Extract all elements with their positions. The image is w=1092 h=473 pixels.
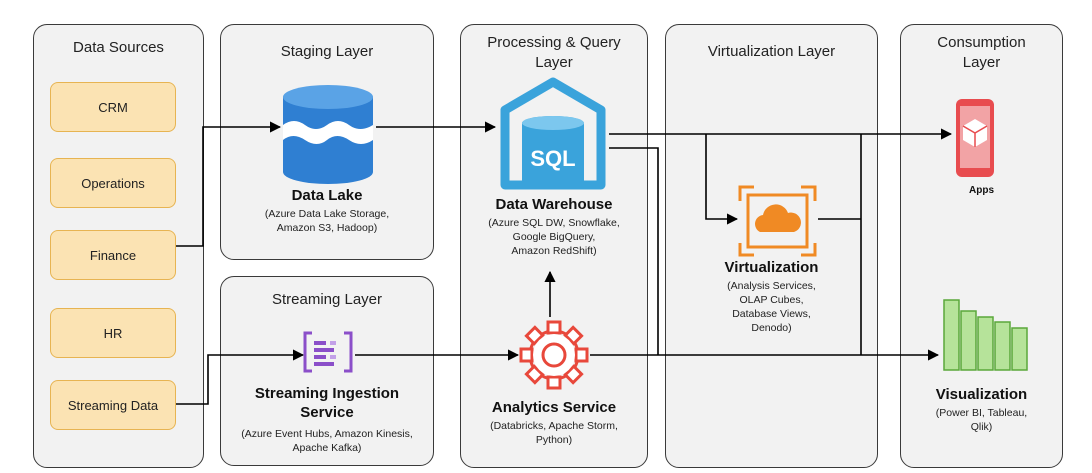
- connectors: [176, 121, 953, 405]
- streaming-layer-panel: Streaming Layer: [220, 276, 434, 466]
- source-operations: Operations: [50, 158, 176, 208]
- source-operations-label: Operations: [81, 175, 145, 191]
- source-finance-label: Finance: [89, 247, 137, 263]
- virtualization-layer-title: Virtualization Layer: [707, 43, 836, 60]
- virtualization-icon: [738, 185, 817, 257]
- virtualization-desc-line: OLAP Cubes,: [739, 294, 804, 306]
- source-finance: Finance: [50, 230, 176, 280]
- data-warehouse-title: Data Warehouse: [495, 196, 613, 213]
- source-streaming-data: Streaming Data: [50, 380, 176, 430]
- data-lake-desc: (Azure Data Lake Storage, Amazon S3, Had…: [220, 207, 434, 235]
- source-crm: CRM: [50, 82, 176, 132]
- source-streaming-data-label: Streaming Data: [67, 397, 159, 413]
- consumption-layer-title-line2: Layer: [962, 54, 1001, 71]
- streaming-ingestion-desc-line: Apache Kafka): [292, 442, 362, 454]
- data-lake-icon: [283, 85, 373, 184]
- visualization-desc-line: (Power BI, Tableau,: [935, 407, 1028, 419]
- data-warehouse-desc: (Azure SQL DW, Snowflake, Google BigQuer…: [460, 216, 648, 258]
- streaming-layer-title: Streaming Layer: [271, 291, 383, 308]
- virtualization-desc-line: (Analysis Services,: [727, 280, 816, 292]
- streaming-ingestion-title-line1: Streaming Ingestion: [254, 385, 400, 402]
- consumption-layer-panel: Consumption Layer: [900, 24, 1063, 468]
- warehouse-to-visualization-line: [609, 147, 659, 355]
- consumption-layer-title-line1: Consumption: [937, 34, 1026, 51]
- staging-layer-title: Staging Layer: [280, 43, 374, 60]
- analytics-service-desc: (Databricks, Apache Storm, Python): [460, 419, 648, 447]
- virtualization-title: Virtualization: [724, 259, 819, 276]
- sql-icon-text: SQL: [530, 146, 575, 171]
- streaming-data-to-ingestion-arrow: [176, 349, 305, 405]
- data-sources-title: Data Sources: [73, 39, 164, 56]
- data-warehouse-desc-line: Google BigQuery,: [512, 231, 596, 243]
- analytics-gear-icon: [519, 320, 589, 390]
- processing-layer-panel: Processing & Query Layer: [460, 24, 648, 468]
- streaming-ingestion-desc-line: (Azure Event Hubs, Amazon Kinesis,: [241, 428, 413, 440]
- analytics-service-desc-line: (Databricks, Apache Storm,: [490, 420, 618, 432]
- warehouse-to-virtualization-arrow: [705, 134, 739, 225]
- analytics-service-desc-line: Python): [535, 434, 573, 446]
- data-warehouse-icon: SQL: [500, 77, 606, 190]
- apps-icon: [956, 99, 994, 177]
- processing-layer-title-line1: Processing & Query: [487, 34, 621, 51]
- finance-to-lake-arrow: [176, 121, 282, 247]
- data-lake-desc-line: Amazon S3, Hadoop): [276, 222, 378, 234]
- analytics-service-title: Analytics Service: [491, 399, 617, 416]
- apps-title: Apps: [969, 185, 994, 196]
- virtualization-desc-line: Denodo): [751, 322, 792, 334]
- data-lake-desc-line: (Azure Data Lake Storage,: [264, 208, 390, 220]
- data-warehouse-desc-line: (Azure SQL DW, Snowflake,: [488, 217, 620, 229]
- visualization-desc-line: Qlik): [970, 421, 993, 433]
- streaming-ingestion-desc: (Azure Event Hubs, Amazon Kinesis, Apach…: [220, 427, 434, 455]
- data-warehouse-desc-line: Amazon RedShift): [511, 245, 597, 257]
- data-lake-title: Data Lake: [291, 187, 363, 204]
- streaming-ingestion-icon: [303, 331, 353, 373]
- source-hr: HR: [50, 308, 176, 358]
- staging-layer-panel: Staging Layer: [220, 24, 434, 260]
- visualization-title: Visualization: [935, 386, 1028, 403]
- processing-layer-title-line2: Layer: [535, 54, 573, 71]
- streaming-ingestion-title-line2: Service: [300, 404, 354, 421]
- visualization-icon: [943, 299, 1028, 371]
- virtualization-desc-line: Database Views,: [732, 308, 811, 320]
- source-hr-label: HR: [103, 325, 123, 341]
- virtualization-desc: (Analysis Services, OLAP Cubes, Database…: [665, 279, 878, 335]
- source-crm-label: CRM: [98, 99, 128, 115]
- visualization-desc: (Power BI, Tableau, Qlik): [900, 406, 1063, 434]
